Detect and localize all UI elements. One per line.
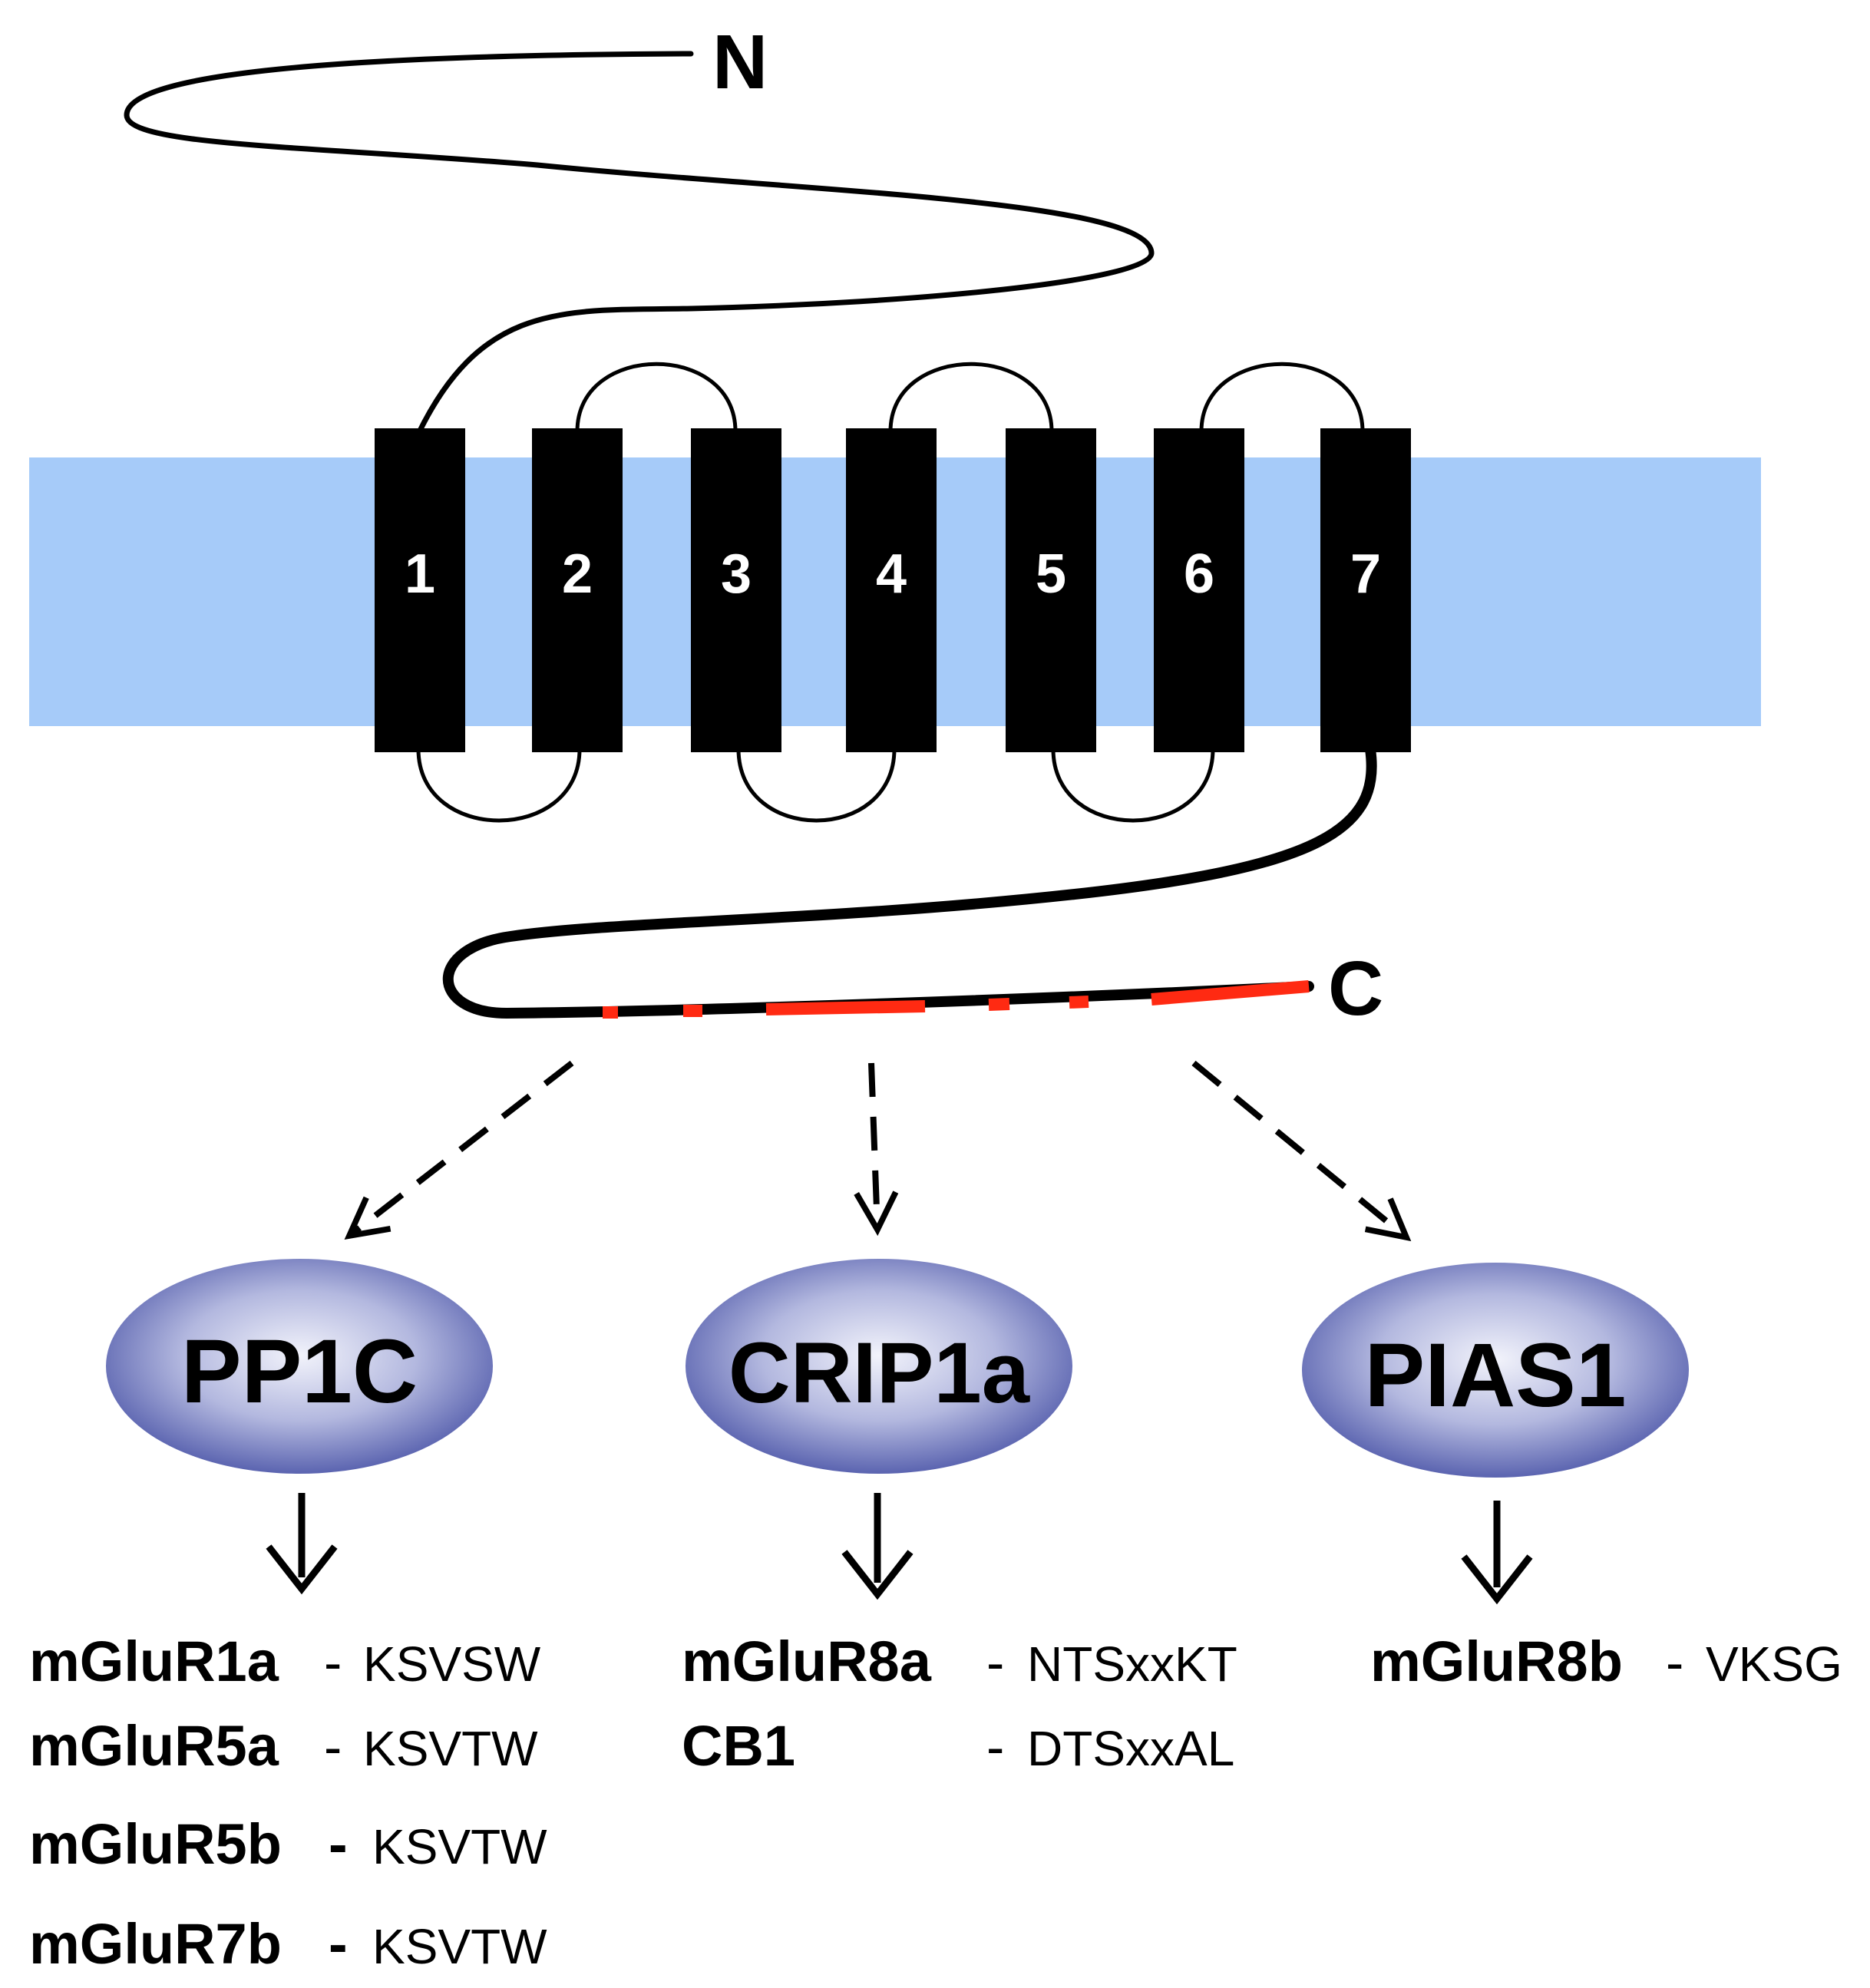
interaction-arrow-pp1c: [344, 1060, 574, 1240]
interaction-arrow-crip1a: [854, 1062, 899, 1237]
downstream-arrow-crip1a: [841, 1493, 914, 1600]
receptor-name: mGluR5b: [29, 1812, 282, 1876]
helix-label: 3: [721, 543, 752, 605]
dash-separator: -: [1666, 1633, 1683, 1692]
transmembrane-helix-2: 2: [532, 428, 623, 752]
transmembrane-helix-4: 4: [846, 428, 937, 752]
transmembrane-helix-7: 7: [1320, 428, 1411, 752]
downstream-arrow-pias1: [1461, 1501, 1533, 1605]
target-row: mGluR5a - KSVTW: [29, 1714, 538, 1778]
dash-separator: -: [324, 1717, 342, 1777]
c-terminal-tail: [442, 744, 1377, 1019]
intracellular-loop-2: [736, 748, 897, 823]
motif-segment: [988, 998, 1010, 1011]
transmembrane-helix-3: 3: [691, 428, 781, 752]
extracellular-loop-2: [888, 362, 1054, 432]
partner-name: PP1C: [181, 1321, 418, 1422]
helix-label: 1: [405, 543, 435, 605]
c-terminus-label: C: [1328, 946, 1383, 1032]
receptor-name: mGluR1a: [29, 1630, 279, 1693]
n-terminal-loop: [124, 51, 1155, 437]
partner-pp1c: PP1C: [106, 1259, 493, 1474]
helix-label: 4: [876, 543, 907, 605]
motif-segment: [1151, 980, 1310, 1006]
receptor-name: mGluR8a: [682, 1630, 932, 1693]
motif-sequence: DTSxxAL: [1027, 1721, 1234, 1776]
receptor-name: mGluR7b: [29, 1912, 282, 1976]
intracellular-loop-1: [416, 748, 582, 823]
target-row: mGluR8a - NTSxxKT: [682, 1630, 1237, 1693]
partner-name: PIAS1: [1364, 1325, 1626, 1426]
motif-segment: [765, 1000, 926, 1015]
helix-label: 6: [1184, 543, 1214, 605]
target-row: CB1 - DTSxxAL: [682, 1714, 1234, 1778]
dash-separator: -: [986, 1717, 1004, 1777]
target-row: mGluR5b - KSVTW: [29, 1812, 547, 1876]
transmembrane-helix-6: 6: [1154, 428, 1244, 752]
helix-label: 2: [562, 543, 593, 605]
receptor-name: CB1: [682, 1714, 795, 1778]
motif-sequence: NTSxxKT: [1027, 1636, 1237, 1692]
intracellular-loop-3: [1051, 748, 1215, 823]
partner-pias1: PIAS1: [1302, 1263, 1689, 1478]
transmembrane-helix-5: 5: [1006, 428, 1096, 752]
target-row: mGluR7b - KSVTW: [29, 1912, 547, 1976]
helix-label: 7: [1350, 543, 1381, 605]
partner-name: CRIP1a: [729, 1325, 1030, 1421]
motif-sequence: KSVTW: [372, 1919, 547, 1974]
helix-label: 5: [1036, 543, 1066, 605]
partner-crip1a: CRIP1a: [686, 1259, 1072, 1474]
motif-sequence: KSVSW: [363, 1636, 541, 1692]
binding-motif-segments: [603, 980, 1310, 1019]
dash-separator: -: [329, 1912, 348, 1976]
receptor-name: mGluR8b: [1370, 1630, 1623, 1693]
dash-separator: -: [986, 1633, 1004, 1692]
dash-separator: -: [324, 1633, 342, 1692]
target-row: mGluR8b - VKSG: [1370, 1630, 1842, 1693]
dash-separator: -: [329, 1812, 348, 1876]
motif-sequence: KSVTW: [363, 1721, 538, 1776]
extracellular-loop-1: [575, 362, 738, 432]
receptor-name: mGluR5a: [29, 1714, 279, 1778]
interaction-arrow-pias1: [1191, 1060, 1412, 1242]
target-row: mGluR1a - KSVSW: [29, 1630, 541, 1693]
n-terminus-label: N: [712, 19, 768, 105]
downstream-arrow-pp1c: [266, 1493, 338, 1595]
transmembrane-helix-1: 1: [375, 428, 465, 752]
motif-sequence: VKSG: [1706, 1636, 1842, 1692]
extracellular-loop-3: [1199, 362, 1365, 432]
motif-sequence: KSVTW: [372, 1819, 547, 1874]
